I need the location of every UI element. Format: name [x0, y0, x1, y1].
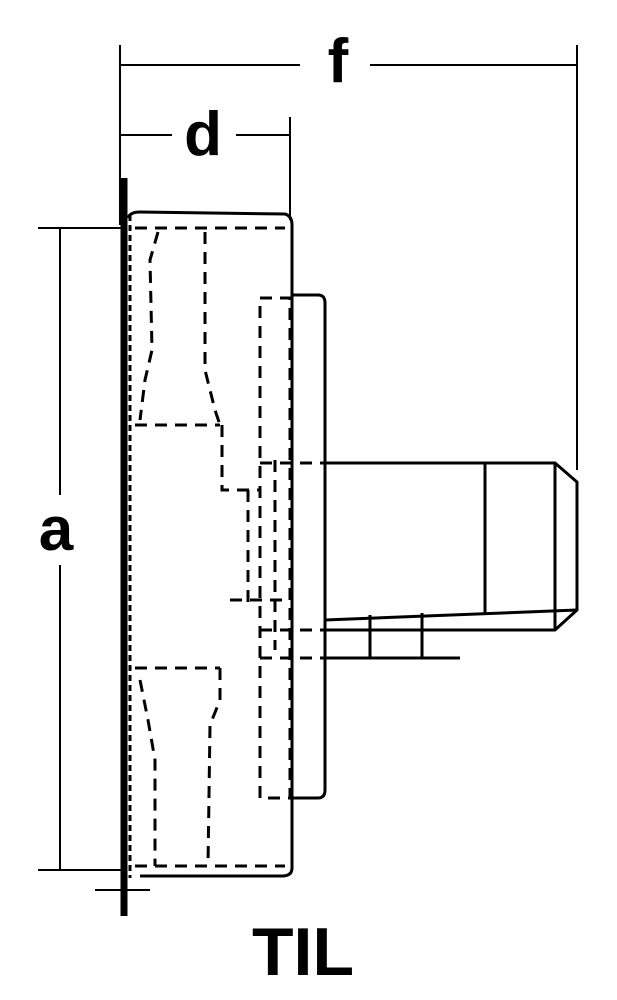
dimension-d: [120, 117, 291, 220]
model-label: TIL: [252, 914, 354, 990]
housing-body: [126, 210, 294, 878]
dimension-a: [38, 227, 150, 891]
dimension-a-label: a: [39, 495, 74, 564]
mounting-plate: [120, 178, 132, 916]
shaft: [324, 461, 579, 660]
dimension-f-label: f: [328, 27, 349, 96]
dimension-d-label: d: [184, 100, 222, 169]
flange: [292, 293, 327, 800]
hidden-lines: [135, 226, 325, 868]
